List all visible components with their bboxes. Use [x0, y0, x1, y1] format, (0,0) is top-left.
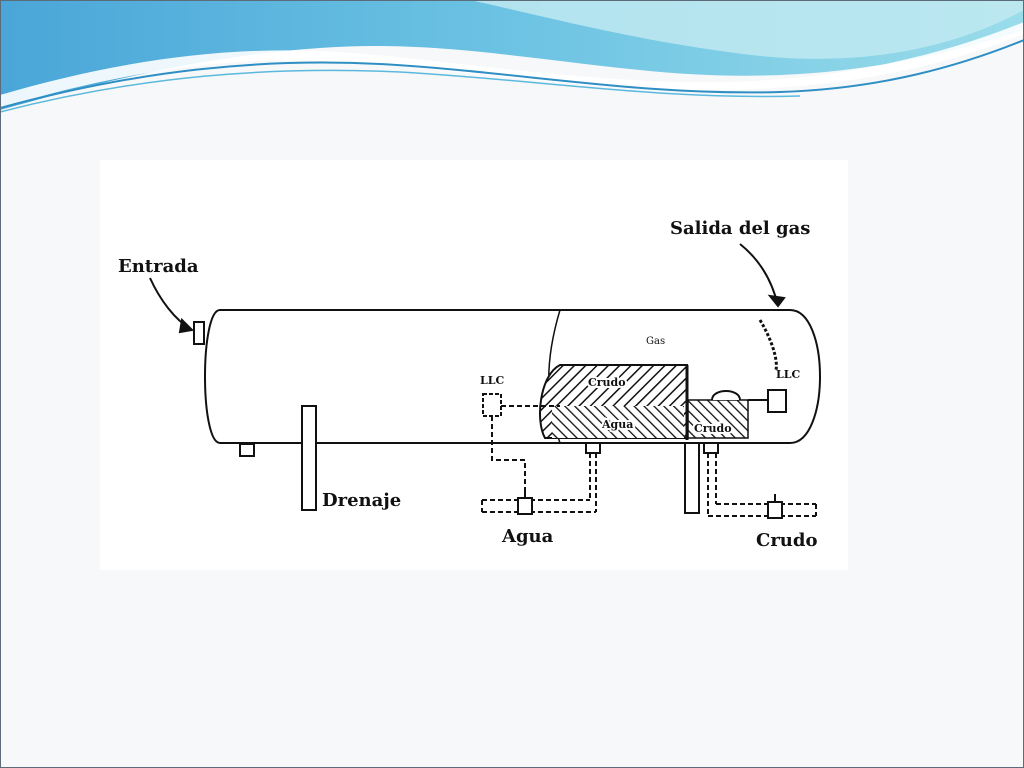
liquid-compartment — [539, 364, 749, 440]
llc-controls — [482, 389, 787, 500]
crudo-outlet-label: Crudo — [756, 530, 818, 551]
right-support-leg — [684, 442, 700, 514]
crude-nozzle — [703, 442, 719, 454]
inlet-nozzle — [193, 321, 205, 345]
separator-figure: Entrada Salida del gas Gas LLC LLC Crudo… — [100, 160, 848, 570]
agua-inner-label: Agua — [601, 418, 633, 431]
water-valve — [517, 490, 533, 515]
drain-leg — [301, 405, 317, 511]
llc-right-label: LLC — [776, 368, 800, 381]
horizontal-separator-diagram: Entrada Salida del gas Gas LLC LLC Crudo… — [118, 218, 821, 551]
crudo-inner-label: Crudo — [694, 422, 732, 435]
salida-gas-label: Salida del gas — [670, 218, 810, 239]
drenaje-label: Drenaje — [322, 490, 401, 511]
llc-left-label: LLC — [480, 374, 504, 387]
agua-outlet-label: Agua — [501, 526, 554, 547]
crude-outlet-pipe — [707, 445, 817, 517]
water-nozzle — [585, 442, 601, 454]
gas-label: Gas — [646, 336, 665, 347]
entrada-arrow — [149, 277, 195, 334]
crude-valve — [767, 494, 783, 519]
header-wave-decoration — [0, 0, 1024, 113]
crudo-upper-label: Crudo — [588, 376, 626, 389]
bottom-drain-nozzle — [239, 443, 255, 457]
salida-gas-arrow — [739, 243, 786, 308]
water-outlet-pipe — [481, 445, 597, 513]
entrada-label: Entrada — [118, 256, 199, 277]
